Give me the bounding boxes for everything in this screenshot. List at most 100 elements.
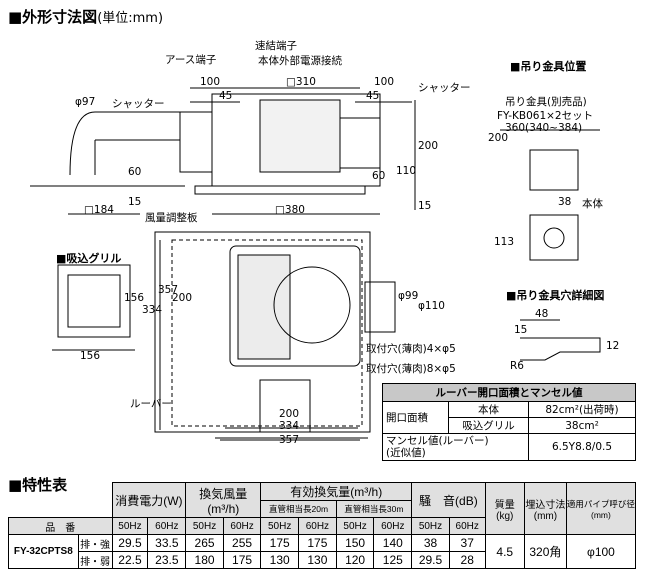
spec-value: 175 xyxy=(260,534,300,552)
col-cut-text: 埋込寸法 xyxy=(525,499,566,511)
dim-label: 334 xyxy=(279,420,300,432)
spec-mass: 4.5 xyxy=(484,534,525,569)
dim-label: 12 xyxy=(606,340,620,352)
section-title: ■外形寸法図(単位:mm) xyxy=(8,6,163,27)
unit-label: (単位:mm) xyxy=(97,11,164,26)
dim-label: 60 xyxy=(372,170,386,182)
dim-label: 357 xyxy=(158,284,179,296)
section-title-text: ■外形寸法図 xyxy=(8,8,98,26)
hanger-dim-label: 360(340~384) xyxy=(505,122,583,134)
spec-value: 265 xyxy=(185,534,224,552)
spec-value: 29.5 xyxy=(111,534,149,552)
dim-label: R6 xyxy=(510,360,524,372)
col-pipe-unit: (mm) xyxy=(591,509,611,520)
dim-label: 156 xyxy=(124,292,145,304)
open-area-label: 開口面積 xyxy=(382,401,449,434)
spec-value: 38 xyxy=(411,534,450,552)
body-cell: 本体 xyxy=(447,401,530,418)
munsell-value: 6.5Y8.8/0.5 xyxy=(528,433,636,461)
hz-cell: 60Hz xyxy=(298,517,337,535)
col-eff: 有効換気量(m³/h) xyxy=(260,482,413,501)
dim-label: 334 xyxy=(142,304,163,316)
col-power: 消費電力(W) xyxy=(111,482,187,518)
spec-value: 120 xyxy=(335,551,375,569)
munsell-sub: (近似値) xyxy=(386,447,426,459)
col-eff30: 直管相当長30m xyxy=(335,500,413,518)
dim-label: 15 xyxy=(128,196,142,208)
earth-label: アース端子 xyxy=(165,54,217,66)
hz-cell: 50Hz xyxy=(260,517,300,535)
col-mass-unit: (kg) xyxy=(496,510,514,522)
hanger-section-title: ■吊り金具位置 xyxy=(510,60,587,73)
munsell-text: マンセル値(ルーバー) xyxy=(386,435,489,447)
col-mass-text: 質量 xyxy=(494,499,515,511)
spec-table: 消費電力(W) 換気風量(m³/h) 有効換気量(m³/h) 騒 音(dB) 質… xyxy=(8,482,637,569)
dim-label: 200 xyxy=(418,140,439,152)
spec-value: 140 xyxy=(373,534,413,552)
spec-blank xyxy=(9,483,113,518)
hz-cell: 50Hz xyxy=(335,517,375,535)
grille-value: 38cm² xyxy=(528,417,636,434)
spec-value: 22.5 xyxy=(111,551,149,569)
hz-cell: 50Hz xyxy=(111,517,149,535)
dim-label: 45 xyxy=(366,90,380,102)
quick-conn-label: 速結端子 xyxy=(255,40,297,52)
munsell-label: マンセル値(ルーバー) (近似値) xyxy=(381,433,530,461)
spec-value: 255 xyxy=(222,534,262,552)
grille-cell: 吸込グリル xyxy=(447,417,530,434)
col-air: 換気風量(m³/h) xyxy=(185,482,262,518)
hanger-item-label: 吊り金具(別売品) xyxy=(505,96,587,108)
dim-label: 110 xyxy=(396,165,417,177)
col-cut-unit: (mm) xyxy=(533,510,558,522)
grille-section-title: ■吸込グリル xyxy=(56,252,122,265)
spec-value: 28 xyxy=(448,551,486,569)
dim-label: □310 xyxy=(286,76,316,88)
col-air-unit: (m³/h) xyxy=(207,501,240,516)
damper-label: 風量調整板 xyxy=(145,212,198,224)
hz-cell: 60Hz xyxy=(147,517,187,535)
dim-label: φ97 xyxy=(75,96,96,108)
spec-pipe: φ100 xyxy=(565,534,637,569)
col-mass: 質量(kg) xyxy=(484,482,525,535)
col-cut: 埋込寸法(mm) xyxy=(523,482,567,535)
spec-value: 130 xyxy=(260,551,300,569)
col-eff20: 直管相当長20m xyxy=(260,500,337,518)
hole-thin8-label: 取付穴(薄肉)8×φ5 xyxy=(366,363,456,375)
dim-label: 200 xyxy=(172,292,193,304)
dim-label: φ110 xyxy=(418,300,445,312)
model-label: 品 番 xyxy=(8,517,113,535)
spec-value: 33.5 xyxy=(147,534,187,552)
mode-label: 排・弱 xyxy=(77,551,113,569)
spec-value: 175 xyxy=(222,551,262,569)
spec-value: 23.5 xyxy=(147,551,187,569)
spec-cut: 320角 xyxy=(523,534,567,569)
spec-title: ■特性表 xyxy=(8,476,68,494)
shutter-left-label: シャッター xyxy=(112,98,165,110)
hz-cell: 60Hz xyxy=(448,517,486,535)
body-value: 82cm²(出荷時) xyxy=(528,401,636,418)
spec-value: 180 xyxy=(185,551,224,569)
spec-value: 150 xyxy=(335,534,375,552)
dim-label: 100 xyxy=(374,76,395,88)
hz-cell: 50Hz xyxy=(185,517,224,535)
dim-label: 156 xyxy=(80,350,101,362)
power-label: 本体外部電源接続 xyxy=(258,55,342,67)
col-air-text: 換気風量 xyxy=(199,486,248,501)
col-pipe-text: 適用パイプ呼び径 xyxy=(566,498,635,509)
dim-label: 113 xyxy=(494,236,515,248)
shutter-right-label: シャッター xyxy=(418,82,471,94)
col-pipe: 適用パイプ呼び径(mm) xyxy=(565,482,637,535)
louver-table: ルーバー開口面積とマンセル値 開口面積 本体 82cm²(出荷時) 吸込グリル … xyxy=(381,383,636,461)
dim-label: 38 xyxy=(558,196,572,208)
hanger-model-label: FY-KB061×2セット xyxy=(497,110,594,122)
dim-label: □380 xyxy=(275,204,305,216)
hole-thin4-label: 取付穴(薄肉)4×φ5 xyxy=(366,343,456,355)
dim-label: 200 xyxy=(488,132,509,144)
spec-value: 37 xyxy=(448,534,486,552)
hz-cell: 60Hz xyxy=(373,517,413,535)
dim-label: 48 xyxy=(535,308,549,320)
louver-label: ルーバー xyxy=(130,398,172,410)
hz-cell: 60Hz xyxy=(222,517,262,535)
spec-value: 125 xyxy=(373,551,413,569)
